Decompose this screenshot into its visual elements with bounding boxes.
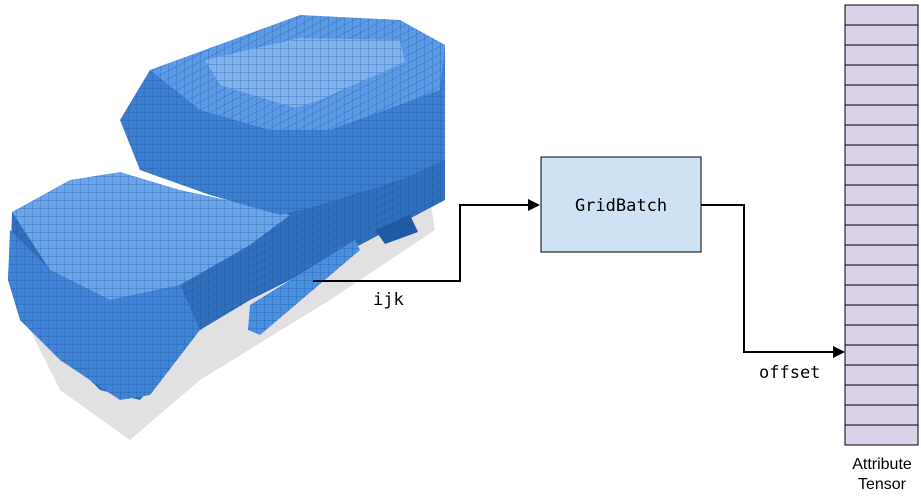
tensor-cell	[844, 104, 919, 126]
edge-offset-arrowhead	[833, 346, 845, 358]
tensor-cell	[844, 284, 919, 306]
edge-offset-line	[701, 204, 834, 353]
edge-offset-label: offset	[759, 363, 820, 383]
tensor-cell	[844, 244, 919, 266]
tensor-cell	[844, 404, 919, 426]
gridbatch-label: GridBatch	[575, 196, 667, 216]
tensor-cell	[844, 304, 919, 326]
car-roof-panel-grid	[205, 38, 405, 108]
tensor-cell	[844, 84, 919, 106]
tensor-cell	[844, 384, 919, 406]
tensor-cell	[844, 64, 919, 86]
tensor-cell	[844, 44, 919, 66]
tensor-caption-line1: Attribute	[852, 456, 912, 473]
edge-ijk-line	[313, 204, 530, 282]
car-hood-grid	[12, 172, 290, 300]
tensor-cell	[844, 124, 919, 146]
tensor-cell	[844, 264, 919, 286]
tensor-cell	[844, 164, 919, 186]
tensor-cell	[844, 4, 919, 26]
tensor-cell	[844, 364, 919, 386]
edge-ijk-label: ijk	[373, 290, 404, 310]
attribute-tensor	[844, 4, 919, 446]
edge-offset: offset	[701, 204, 845, 383]
tensor-cell	[844, 224, 919, 246]
tensor-cell	[844, 144, 919, 166]
tensor-caption-line2: Tensor	[858, 476, 907, 493]
edge-ijk-arrowhead	[528, 199, 540, 211]
tensor-cell	[844, 424, 919, 446]
car-side-sill-grid	[248, 240, 360, 335]
tensor-cell	[844, 204, 919, 226]
edge-ijk: ijk	[313, 199, 540, 310]
tensor-cell	[844, 344, 919, 366]
tensor-cell	[844, 24, 919, 46]
tensor-cell	[844, 324, 919, 346]
car-rear-arch	[375, 215, 418, 244]
tensor-cell	[844, 184, 919, 206]
gridbatch-node: GridBatch	[540, 156, 702, 253]
voxel-car	[8, 15, 445, 440]
gridbatch-box	[540, 156, 702, 253]
car-front-face-grid	[8, 230, 200, 400]
